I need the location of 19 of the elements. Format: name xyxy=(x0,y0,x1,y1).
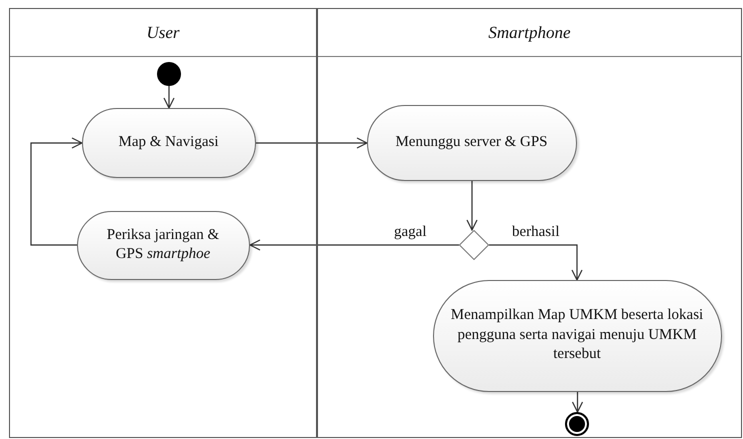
activity-node: Menampilkan Map UMKM beserta lokasi pengguna serta navigai menuju UMKM tersebut xyxy=(432,280,722,392)
arrow xyxy=(256,137,368,149)
swimlane xyxy=(317,8,742,438)
activity-node: Periksa jaringan & GPS smartphoe xyxy=(76,210,250,280)
arrow xyxy=(163,86,175,109)
lane-title: Smartphone xyxy=(488,22,571,42)
lane-title: User xyxy=(146,22,180,42)
activity-node: Menunggu server & GPS xyxy=(366,104,576,180)
activity-node: Map & Navigasi xyxy=(82,108,256,178)
arrow xyxy=(572,392,584,413)
arrow xyxy=(489,244,583,281)
arrow xyxy=(30,137,83,246)
edge-label: gagal xyxy=(392,224,428,240)
swimlane xyxy=(9,8,317,438)
final-node xyxy=(564,412,588,436)
arrow xyxy=(466,181,478,231)
arrow xyxy=(249,239,459,251)
decision-diamond xyxy=(458,230,488,260)
initial-node xyxy=(156,62,180,86)
